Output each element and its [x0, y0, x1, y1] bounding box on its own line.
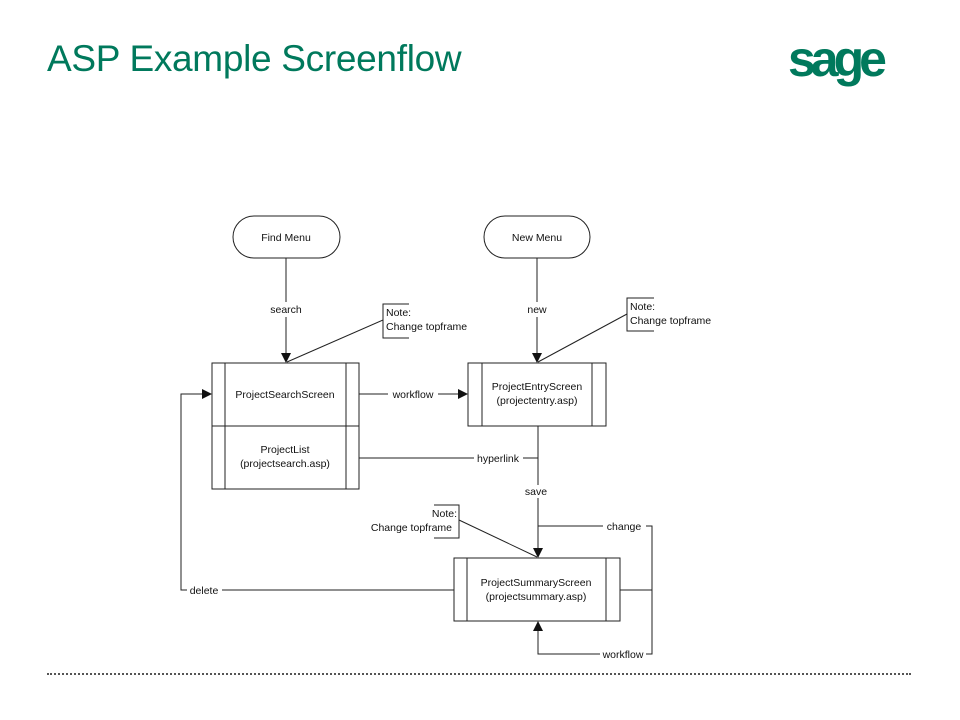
- edge-label-hyperlink: hyperlink: [477, 453, 520, 465]
- project-list-file-label: (projectsearch.asp): [240, 458, 330, 470]
- project-search-screen-label: ProjectSearchScreen: [235, 389, 334, 401]
- edge-label-workflow-bottom: workflow: [602, 649, 644, 661]
- edge-label-change: change: [607, 521, 642, 533]
- project-list-label: ProjectList: [260, 444, 309, 456]
- note-3-body: Change topframe: [371, 522, 452, 534]
- project-summary-screen-label: ProjectSummaryScreen: [481, 577, 592, 589]
- note-box-1: [382, 303, 409, 339]
- project-entry-file-label: (projectentry.asp): [497, 395, 578, 407]
- footer-divider: [47, 673, 911, 675]
- edge-label-search: search: [270, 304, 302, 316]
- edge-label-new: new: [527, 304, 547, 316]
- note-2-title: Note:: [630, 301, 655, 313]
- edge-workflow-bottom: [533, 621, 600, 655]
- project-entry-screen-box: [467, 362, 607, 427]
- note-1-title: Note:: [386, 307, 411, 319]
- note-3-title: Note:: [432, 508, 457, 520]
- find-menu-label: Find Menu: [261, 232, 311, 244]
- project-search-screen-box: [211, 362, 360, 427]
- edge-label-delete: delete: [190, 585, 219, 597]
- edge-label-workflow-top: workflow: [392, 389, 434, 401]
- edge-label-save: save: [525, 486, 547, 498]
- new-menu-label: New Menu: [512, 232, 562, 244]
- slide-title: ASP Example Screenflow: [47, 38, 462, 79]
- logo-text: sage: [788, 36, 886, 87]
- project-summary-screen-box: [453, 557, 621, 622]
- project-entry-screen-label: ProjectEntryScreen: [492, 381, 583, 393]
- note-2-body: Change topframe: [630, 315, 711, 327]
- note-box-3: [434, 504, 460, 539]
- sage-logo: sage: [788, 36, 891, 87]
- note-1-body: Change topframe: [386, 321, 467, 333]
- project-summary-file-label: (projectsummary.asp): [486, 591, 587, 603]
